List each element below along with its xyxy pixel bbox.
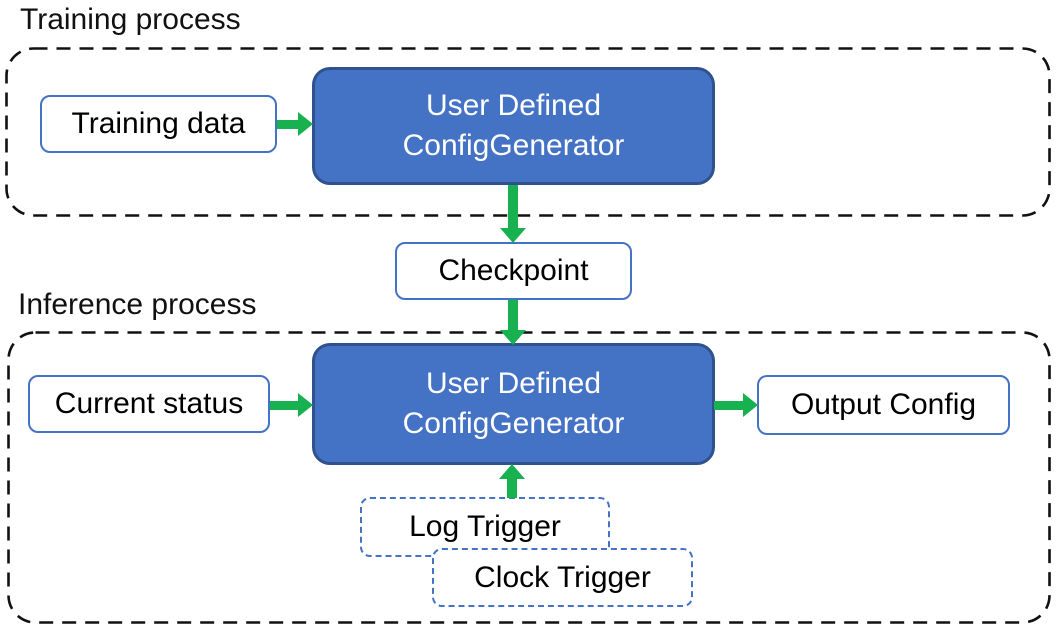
arrow-head xyxy=(499,464,525,479)
training-config-generator-box: User Defined ConfigGenerator xyxy=(312,67,715,185)
log-trigger-label: Log Trigger xyxy=(409,510,561,543)
inference-container-border xyxy=(7,331,1051,624)
arrow-head xyxy=(298,393,313,417)
clock-trigger-box: Clock Trigger xyxy=(432,548,693,607)
arrow-current-status-to-generator-icon xyxy=(270,393,313,417)
arrow-shaft xyxy=(508,300,518,332)
arrow-head xyxy=(500,330,526,345)
inference-generator-line1: User Defined xyxy=(425,367,602,400)
checkpoint-box: Checkpoint xyxy=(395,242,632,300)
arrow-generator-to-checkpoint-icon xyxy=(500,185,526,243)
training-generator-line1: User Defined xyxy=(425,89,602,122)
arrow-shaft xyxy=(508,185,518,230)
training-process-label: Training process xyxy=(20,3,241,36)
training-container-border xyxy=(5,47,1051,217)
arrow-head xyxy=(743,393,758,417)
training-data-label: Training data xyxy=(71,107,246,140)
arrow-generator-to-output-icon xyxy=(714,393,758,417)
arrow-head xyxy=(500,228,526,243)
inference-process-label: Inference process xyxy=(18,288,257,321)
arrow-checkpoint-to-generator-icon xyxy=(500,300,526,345)
arrow-shaft xyxy=(714,401,745,410)
arrow-shaft xyxy=(277,120,300,129)
training-generator-line2: ConfigGenerator xyxy=(402,129,625,162)
arrow-training-data-to-generator-icon xyxy=(277,112,313,136)
current-status-label: Current status xyxy=(54,387,244,420)
output-config-box: Output Config xyxy=(757,375,1010,435)
output-config-label: Output Config xyxy=(790,388,977,421)
training-data-box: Training data xyxy=(40,95,277,153)
arrow-head xyxy=(298,112,313,136)
arrow-shaft xyxy=(270,401,300,410)
arrow-shaft xyxy=(507,477,517,498)
current-status-box: Current status xyxy=(28,375,270,433)
clock-trigger-label: Clock Trigger xyxy=(474,560,651,594)
checkpoint-label: Checkpoint xyxy=(438,254,589,287)
inference-config-generator-box: User Defined ConfigGenerator xyxy=(312,343,715,465)
inference-generator-line2: ConfigGenerator xyxy=(402,407,625,440)
arrow-triggers-to-generator-icon xyxy=(499,464,525,498)
